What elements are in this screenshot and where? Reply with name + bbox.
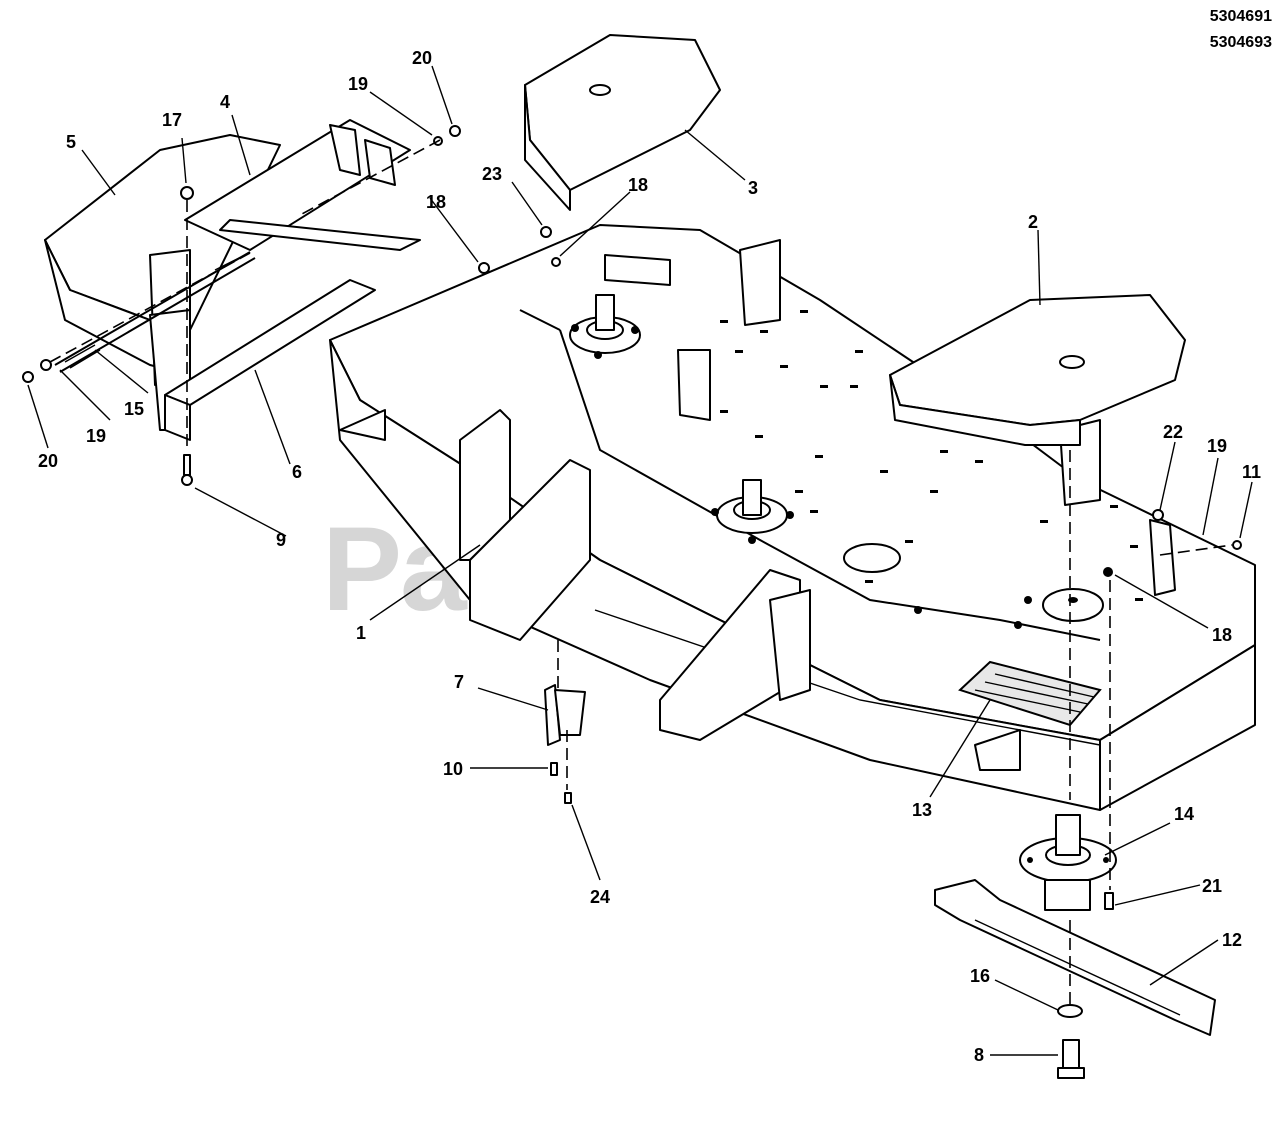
label-part-5: 5 [66,132,76,152]
label-part-20-top: 20 [412,48,432,68]
label-part-4: 4 [220,92,230,112]
label-part-22: 22 [1163,422,1183,442]
label-part-12: 12 [1222,930,1242,950]
label-part-8: 8 [974,1045,984,1065]
label-part-19-right: 19 [1207,436,1227,456]
bumper-bracket [184,119,421,251]
label-part-10: 10 [443,759,463,779]
label-part-24: 24 [590,887,610,907]
label-part-18-left: 18 [426,192,446,212]
label-part-23: 23 [482,164,502,184]
blade-washer [1057,1004,1083,1018]
left-spindle-cover [524,34,721,211]
front-bumper [44,134,281,431]
label-part-16: 16 [970,966,990,986]
deck-housing [329,224,1256,811]
deflector-bracket [544,684,586,746]
label-part-18-top: 18 [628,175,648,195]
label-part-6: 6 [292,462,302,482]
label-part-9: 9 [276,530,286,550]
lower-bumper-bracket [164,279,376,441]
label-part-11: 11 [1242,462,1261,482]
label-part-15: 15 [124,399,144,419]
label-part-20-left: 20 [38,451,58,471]
model-number-1: 5304691 [1209,8,1272,25]
mower-blade [934,879,1216,1036]
part-labels: 5 4 17 19 20 23 18 18 3 2 15 19 20 6 9 1… [38,48,1261,1065]
label-part-17: 17 [162,110,182,130]
foot-pad [958,660,1102,771]
blade-bolt [1057,1039,1085,1079]
spindle-assembly [1019,814,1117,911]
label-part-13: 13 [912,800,932,820]
label-part-7: 7 [454,672,464,692]
label-part-14: 14 [1174,804,1194,824]
label-part-3: 3 [748,178,758,198]
label-part-2: 2 [1028,212,1038,232]
label-part-19-top: 19 [348,74,368,94]
label-part-1: 1 [356,623,366,643]
alignment-lines [49,139,1233,1005]
label-part-21: 21 [1202,876,1222,896]
label-part-19-left: 19 [86,426,106,446]
model-number-2: 5304693 [1209,34,1272,51]
leader-lines [27,65,1253,1056]
right-spindle-cover [889,294,1186,446]
label-part-18-right: 18 [1212,625,1232,645]
